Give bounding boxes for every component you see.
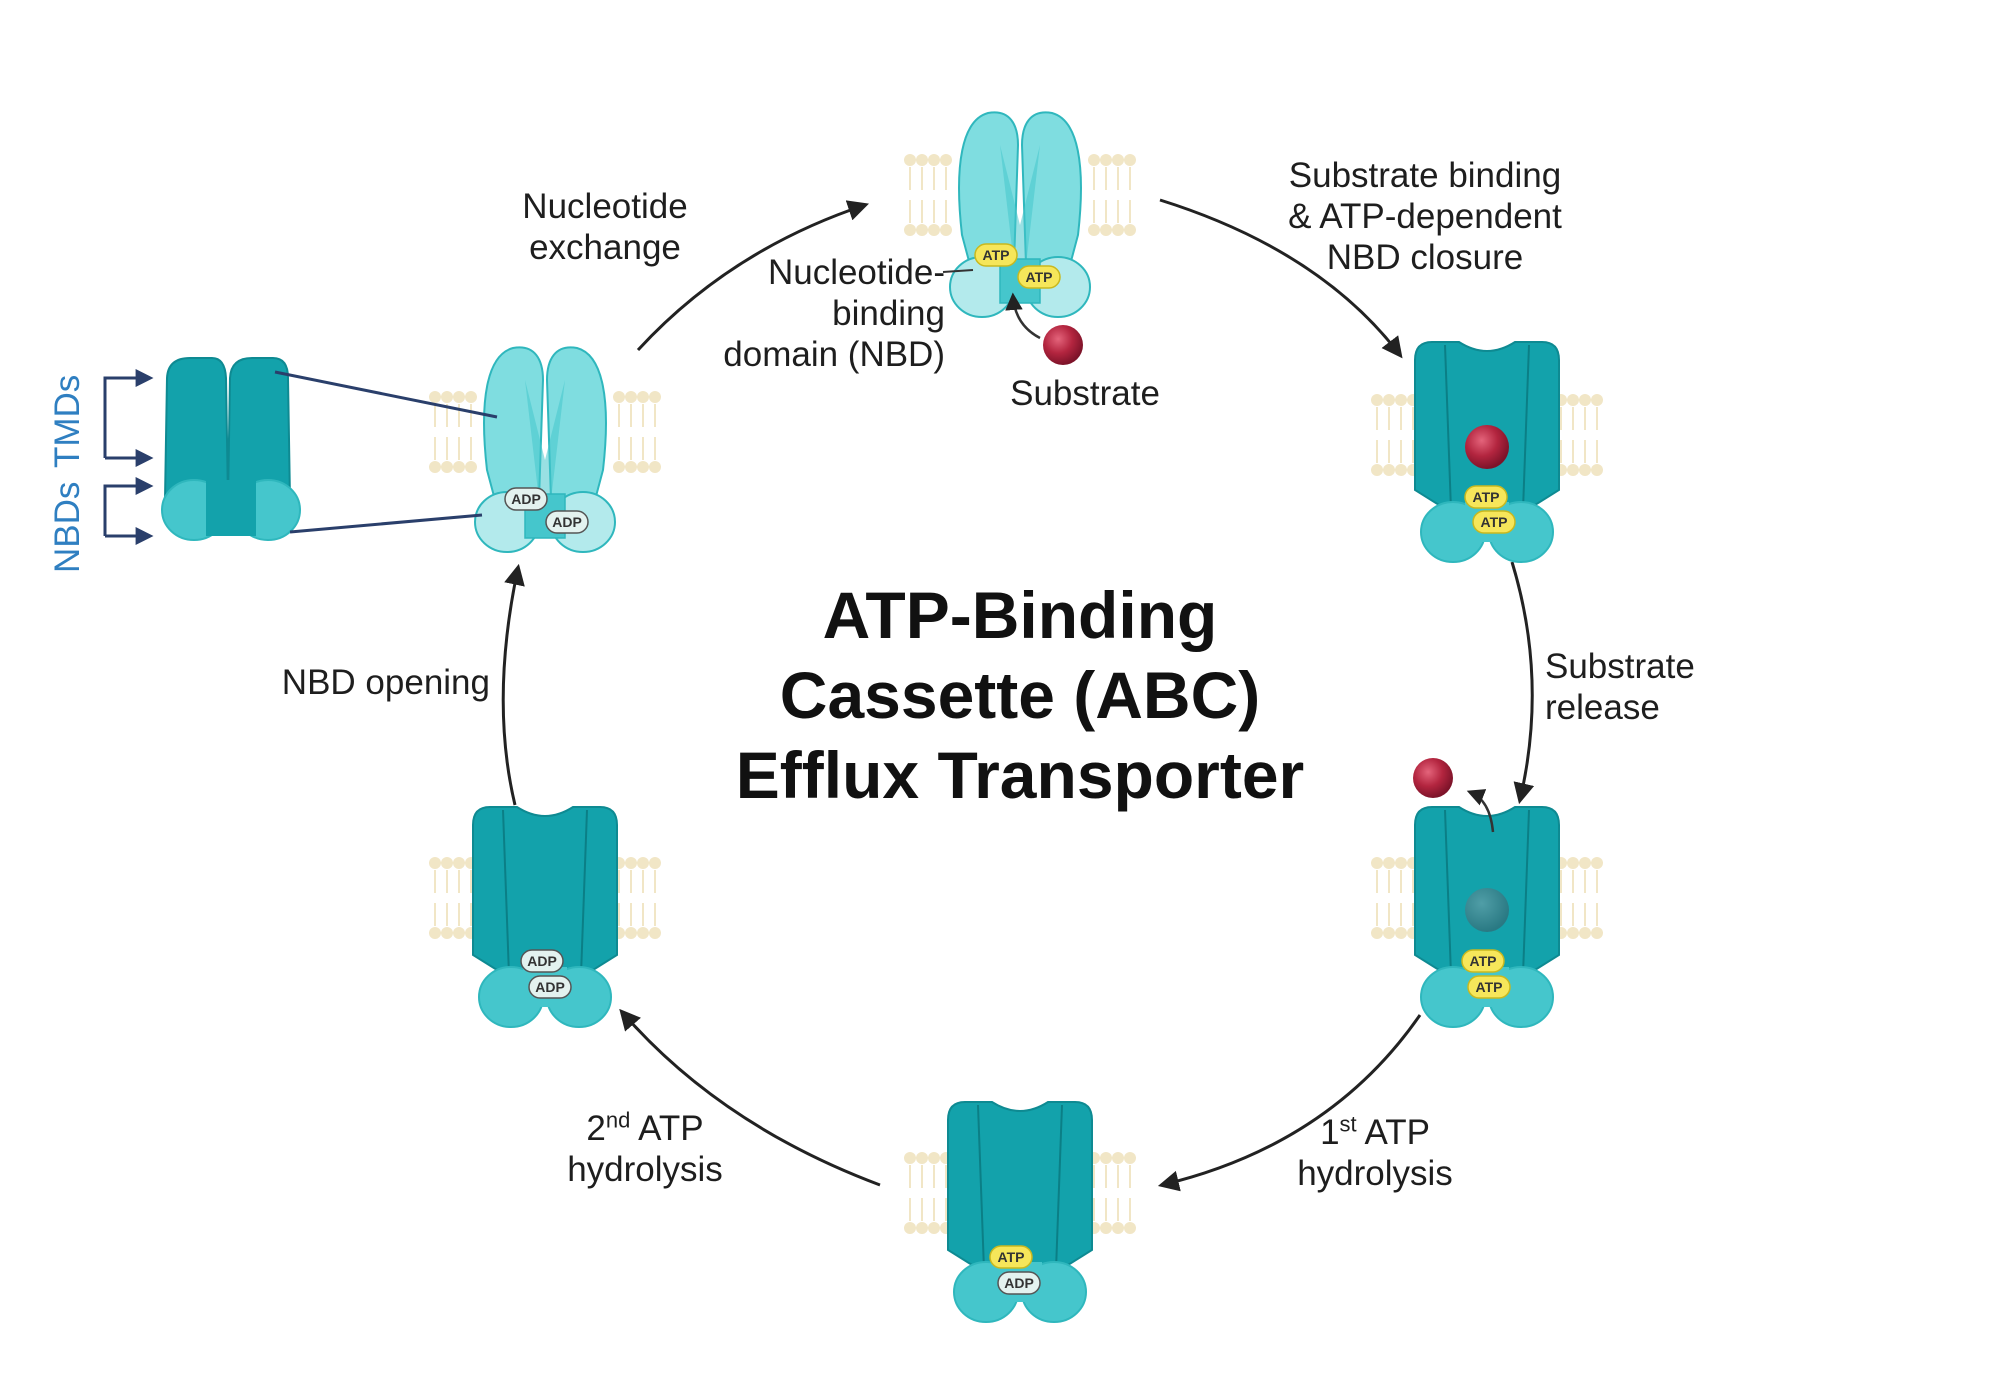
- legend-connector-top: [274, 370, 498, 419]
- svg-text:ADP: ADP: [527, 953, 557, 969]
- svg-text:ATP: ATP: [1473, 489, 1500, 505]
- ghost-substrate: [1465, 888, 1509, 932]
- state-bottom-atp-adp: ATP ADP: [903, 1101, 1137, 1323]
- arrow-nucleotide-exchange: [636, 200, 869, 352]
- released-substrate: [1413, 758, 1453, 798]
- atp-token: ATP: [1467, 975, 1511, 999]
- release-arrow: [1466, 789, 1495, 833]
- svg-text:ADP: ADP: [1004, 1275, 1034, 1291]
- substrate-sphere: [1043, 325, 1083, 365]
- side-label-tmds: TMDs: [48, 374, 87, 468]
- svg-text:ATP: ATP: [998, 1249, 1025, 1265]
- substrate-entry-arrow: [1005, 292, 1041, 340]
- label-nbd-opening: NBD opening: [281, 663, 490, 702]
- svg-text:ATP: ATP: [1470, 953, 1497, 969]
- atp-token: ATP: [1472, 510, 1516, 534]
- arrow-nbd-opening: [501, 563, 525, 806]
- title-line-3: Efflux Transporter: [735, 738, 1305, 812]
- svg-text:ATP: ATP: [1476, 979, 1503, 995]
- label-substrate-binding: Substrate binding & ATP-dependent NBD cl…: [1288, 156, 1562, 277]
- svg-text:ADP: ADP: [535, 979, 565, 995]
- state-right-substrate-released: ATP ATP: [1370, 758, 1604, 1028]
- state-left-adp-open: ADP ADP: [428, 346, 662, 553]
- svg-text:ATP: ATP: [983, 247, 1010, 263]
- legend-connector-bottom: [289, 513, 483, 534]
- adp-token: ADP: [545, 510, 589, 534]
- diagram-title: ATP-Binding Cassette (ABC) Efflux Transp…: [680, 575, 1360, 815]
- state-top-open-atp: ATP ATP: [903, 111, 1137, 365]
- legend-brackets: [103, 369, 154, 545]
- label-substrate-release: Substrate release: [1545, 647, 1695, 727]
- legend-tmd-right: [226, 357, 292, 501]
- state-right-substrate-bound: ATP ATP: [1370, 341, 1604, 563]
- arrow-second-hydrolysis: [619, 1008, 881, 1187]
- label-nucleotide-exchange: Nucleotide exchange: [522, 187, 688, 267]
- svg-text:ATP: ATP: [1026, 269, 1053, 285]
- label-nbd-callout: Nucleotide- binding domain (NBD): [723, 253, 945, 374]
- label-first-hydrolysis: 1st ATP hydrolysis: [1297, 1111, 1453, 1193]
- arrow-substrate-release: [1510, 561, 1535, 805]
- domain-legend: [103, 357, 498, 545]
- title-line-2: Cassette (ABC): [779, 658, 1261, 732]
- label-substrate: Substrate: [1010, 374, 1160, 413]
- svg-text:ATP: ATP: [1481, 514, 1508, 530]
- cycle-arrows: [501, 198, 1535, 1192]
- atp-token: ATP: [1461, 949, 1505, 973]
- svg-text:ADP: ADP: [552, 514, 582, 530]
- atp-token: ATP: [1017, 265, 1061, 289]
- adp-token: ADP: [504, 487, 548, 511]
- atp-token: ATP: [989, 1245, 1033, 1269]
- adp-token: ADP: [520, 949, 564, 973]
- side-label-nbds: NBDs: [48, 481, 87, 573]
- atp-token: ATP: [974, 243, 1018, 267]
- state-left-adp-closed: ADP ADP: [428, 806, 662, 1028]
- substrate-sphere: [1465, 425, 1509, 469]
- arrow-first-hydrolysis: [1157, 1014, 1422, 1192]
- title-line-1: ATP-Binding: [822, 578, 1218, 652]
- arrow-substrate-binding: [1159, 198, 1403, 359]
- label-second-hydrolysis: 2nd ATP hydrolysis: [567, 1107, 723, 1189]
- adp-token: ADP: [528, 975, 572, 999]
- adp-token: ADP: [997, 1271, 1041, 1295]
- svg-text:ADP: ADP: [511, 491, 541, 507]
- nbd-callout-line: [942, 269, 974, 273]
- legend-tmd-left: [163, 357, 230, 501]
- atp-token: ATP: [1464, 485, 1508, 509]
